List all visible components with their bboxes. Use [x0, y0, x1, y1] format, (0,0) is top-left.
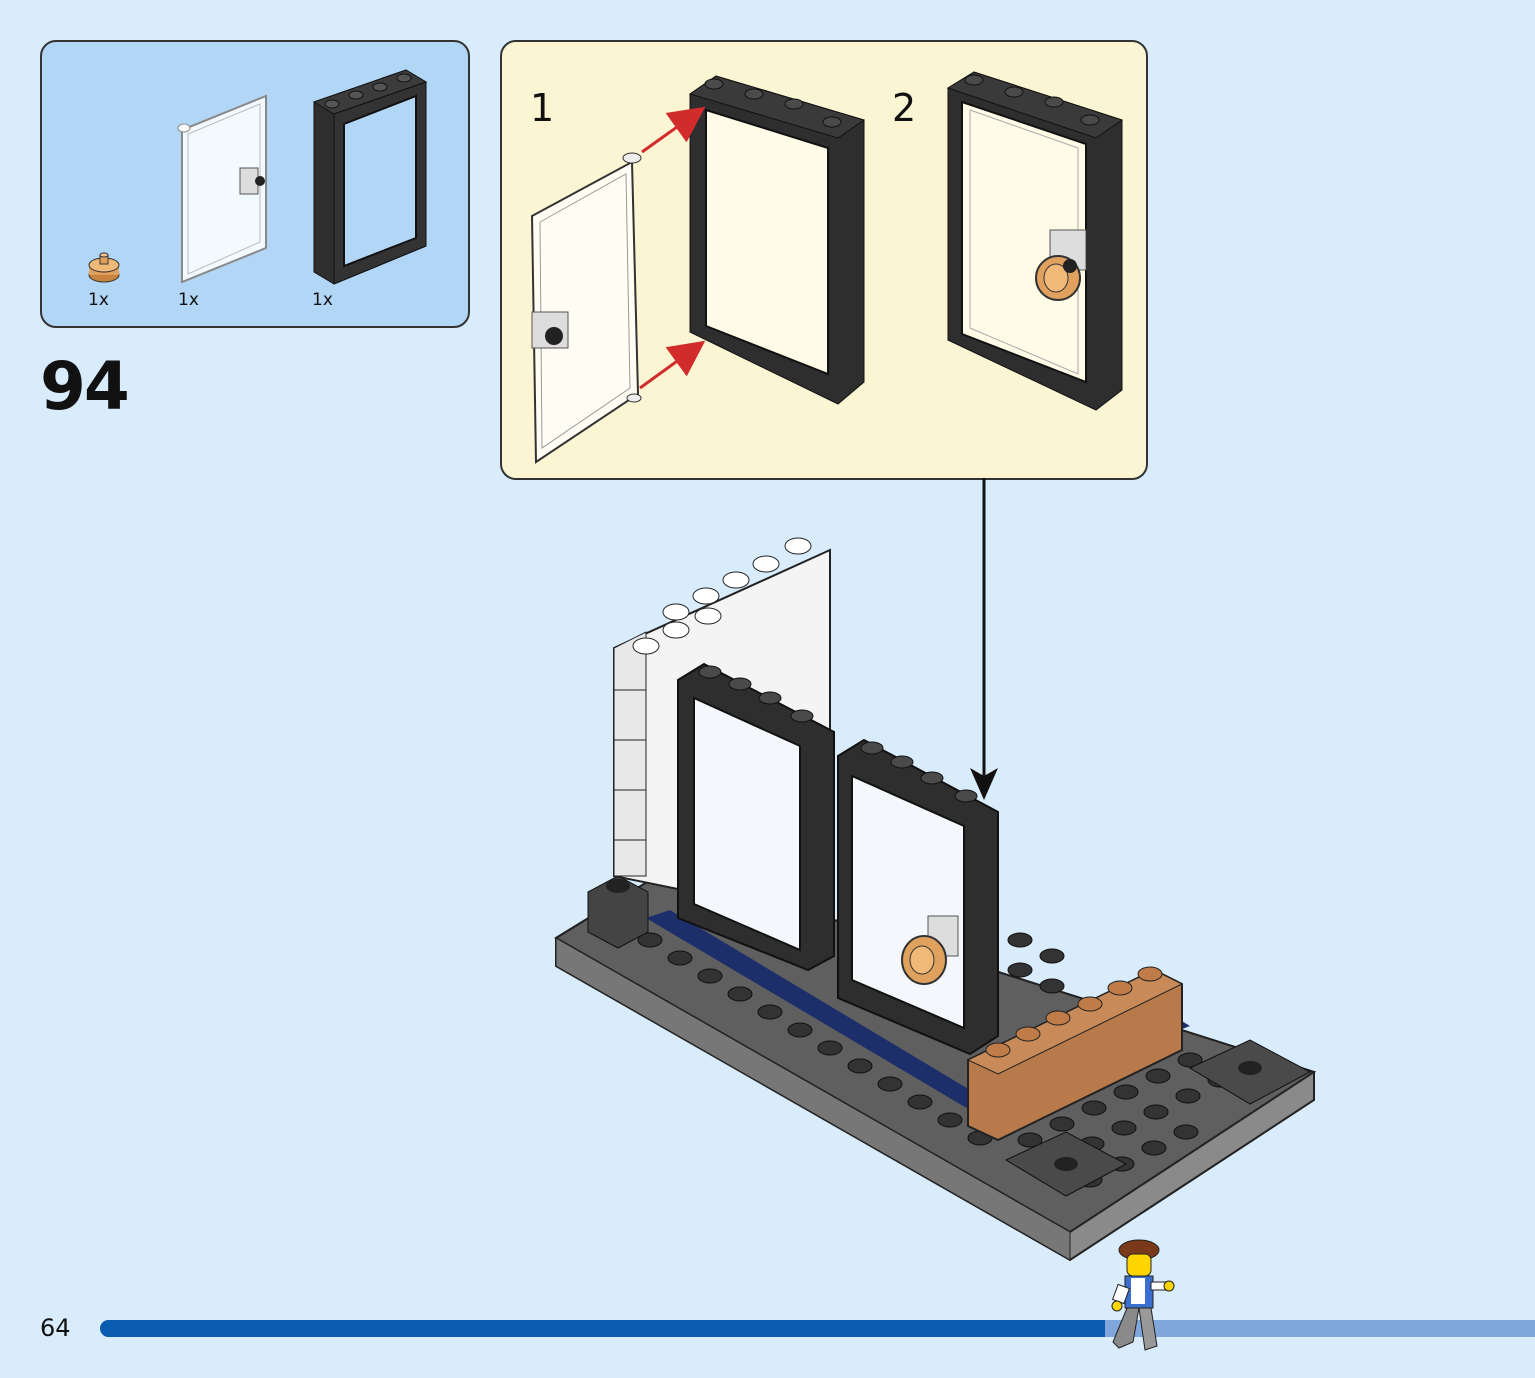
parts-illustrations: [88, 69, 428, 285]
transparent-door-part-icon: [177, 94, 267, 284]
sub-step-label-2: 2: [892, 86, 917, 130]
part-quantity-door: 1x: [178, 290, 199, 310]
brown-brick: [966, 966, 1184, 1142]
door-frame-illustration-1: [688, 75, 866, 405]
new-door-frame: [837, 738, 999, 1056]
progress-bar-fill: [100, 1320, 1105, 1337]
parts-list-panel: 1x 1x 1x: [40, 40, 470, 328]
step-number: 94: [40, 348, 130, 425]
minifigure-icon: [1111, 1239, 1175, 1351]
progress-bar: [100, 1320, 1535, 1337]
sub-step-callout: 1 2: [500, 40, 1148, 480]
round-plate-part-icon: [88, 252, 120, 283]
base-plate: [554, 866, 1317, 1262]
door-frame-part-icon: [312, 69, 428, 285]
assembly-arrow-top: [641, 106, 706, 154]
sub-step-illustrations: [530, 71, 1124, 464]
assembly-arrow-bottom: [639, 340, 706, 390]
assembled-door-illustration-2: [946, 71, 1124, 411]
transparent-door-illustration-1: [530, 152, 642, 464]
page-number: 64: [40, 1314, 71, 1342]
callout-pointer-arrow: [970, 478, 998, 800]
main-model-illustration: [554, 537, 1317, 1262]
sub-step-label-1: 1: [530, 86, 555, 130]
left-door-frame: [677, 662, 835, 972]
part-quantity-door-frame: 1x: [312, 290, 333, 310]
part-quantity-round-plate: 1x: [88, 290, 109, 310]
